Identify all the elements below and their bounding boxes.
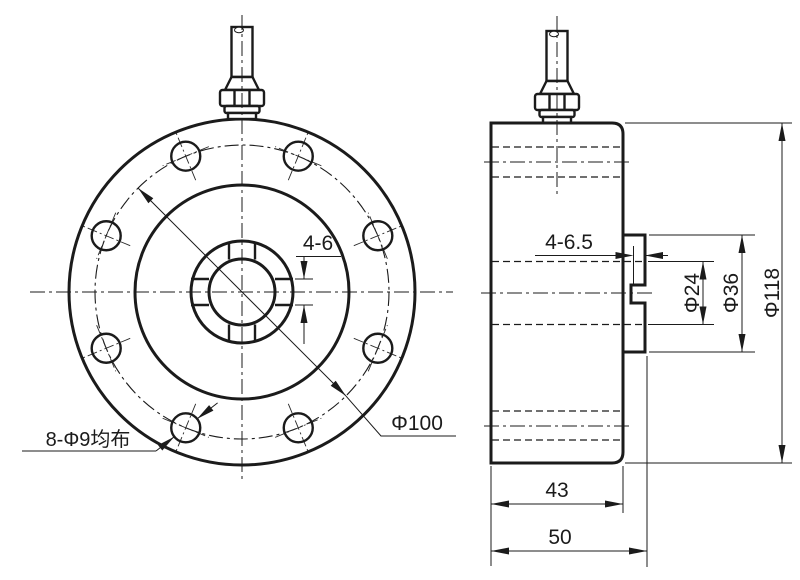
front-view: Φ100 4-6 8-Φ9均布 <box>22 15 456 483</box>
side-view: 4-6.5 Φ24 Φ36 Φ118 43 <box>481 16 792 567</box>
body-outline <box>489 121 625 465</box>
arrowhead <box>778 123 786 141</box>
bolt-hole-tangent-mark <box>162 146 210 167</box>
arrowhead <box>300 305 308 323</box>
label-mounting-holes: 8-Φ9均布 <box>46 428 131 451</box>
bolt-hole <box>170 412 202 444</box>
arrowhead <box>300 261 308 279</box>
arrowhead <box>629 547 647 555</box>
hub-slot-east <box>275 277 293 307</box>
bolt-hole-tangent-mark <box>367 324 388 372</box>
boss-outline <box>623 233 647 354</box>
label-slot-width: 4-6 <box>303 232 333 255</box>
arrowhead <box>615 252 634 259</box>
bolt-hole-radial-mark <box>287 132 309 181</box>
arrowhead <box>605 500 623 508</box>
bolt-hole-radial-mark <box>175 403 197 452</box>
label-flange-diameter: Φ118 <box>761 268 784 318</box>
bolt-hole-tangent-mark <box>274 417 322 438</box>
label-boss-diameter: Φ36 <box>720 273 743 313</box>
arrowhead <box>699 306 707 325</box>
bolt-hole <box>362 332 394 364</box>
bolt-hole-radial-mark <box>353 337 402 359</box>
arrowhead <box>699 261 707 280</box>
label-bore-diameter: Φ24 <box>681 273 704 313</box>
bolt-hole-radial-mark <box>82 337 131 359</box>
hidden-lines <box>492 146 645 441</box>
bolt-hole-radial-mark <box>353 225 402 247</box>
dimension-boss-holes: 4-6.5 <box>535 231 668 259</box>
bolt-hole <box>282 140 314 172</box>
bolt-hole-tangent-mark <box>162 417 210 438</box>
dimension-bore: Φ24 <box>681 261 707 325</box>
extension-lines <box>490 122 792 567</box>
label-bolt-circle-diameter: Φ100 <box>391 412 443 435</box>
arrowhead <box>197 405 214 419</box>
bolt-hole-radial-mark <box>175 132 197 181</box>
arrowhead <box>138 188 154 204</box>
bolt-hole <box>362 220 394 252</box>
arrowhead <box>738 334 746 352</box>
hub-slot-north <box>227 241 257 260</box>
dimension-body-depth: 43 <box>491 479 623 508</box>
label-overall-depth: 50 <box>548 526 571 549</box>
dimension-overall-depth: 50 <box>491 526 647 555</box>
arrowhead <box>491 547 509 555</box>
bolt-hole-tangent-mark <box>96 324 117 372</box>
arrowhead <box>330 380 346 396</box>
dimension-bolt-circle: Φ100 <box>137 187 456 437</box>
bolt-hole-radial-mark <box>287 403 309 452</box>
arrowhead <box>645 252 663 259</box>
dimension-boss: Φ36 <box>720 235 746 352</box>
bolt-hole <box>90 220 122 252</box>
bolt-hole <box>282 412 314 444</box>
arrowhead <box>491 500 509 508</box>
bolt-hole-tangent-mark <box>367 212 388 260</box>
arrowhead <box>738 235 746 253</box>
bolt-hole-radial-mark <box>82 225 131 247</box>
label-body-depth: 43 <box>545 479 568 502</box>
bolt-hole-tangent-mark <box>96 212 117 260</box>
hub-slot-south <box>227 324 257 343</box>
bolt-hole-tangent-mark <box>274 146 322 167</box>
dimension-slot-width: 4-6 <box>295 232 341 344</box>
hub-slot-west <box>191 277 209 307</box>
bolt-holes <box>82 132 402 452</box>
label-boss-holes: 4-6.5 <box>545 231 593 254</box>
bolt-hole <box>170 140 202 172</box>
arrowhead <box>778 445 786 463</box>
bolt-hole <box>90 332 122 364</box>
dimension-flange: Φ118 <box>761 123 786 463</box>
dimension-mounting-holes: 8-Φ9均布 <box>22 402 218 452</box>
arrowhead <box>158 436 175 451</box>
